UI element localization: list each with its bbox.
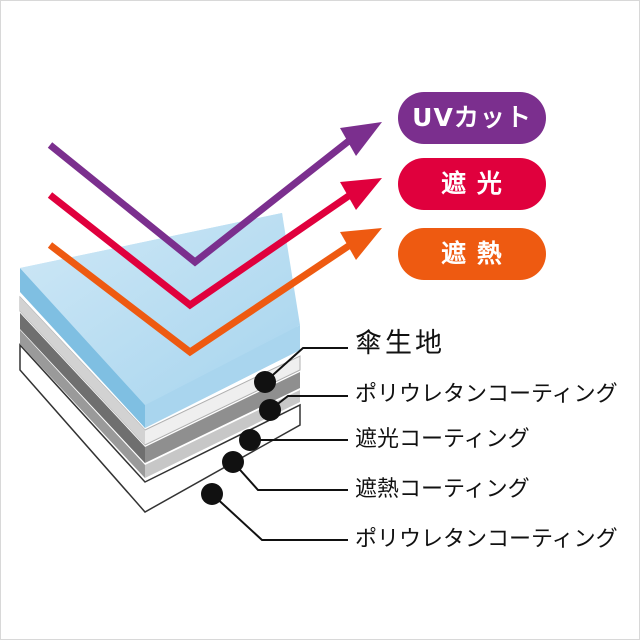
dot-fabric [254,371,276,393]
layer-light-coating [20,313,300,463]
dot-polyurethane-top [259,399,281,421]
heat-arrow [47,228,382,357]
layer-fabric [20,213,300,428]
leader-line-5 [211,493,348,541]
uv-arrow [47,122,382,267]
label-polyurethane-top: ポリウレタンコーティング [355,382,618,407]
dot-polyurethane-bottom [201,483,223,505]
badge-heat-shield: 遮 熱 [398,228,546,280]
layer-polyurethane-top [19,295,301,446]
badge-uv-cut: UVカット [398,92,546,144]
label-polyurethane-bottom: ポリウレタンコーティング [355,527,618,552]
layer-heat-coating [20,330,300,478]
light-arrow [47,178,382,310]
layer-polyurethane-bottom [19,343,301,513]
label-fabric: 傘生地 [355,328,445,359]
label-light-coating: 遮光コーティング [355,427,530,452]
leader-line-1 [264,347,348,383]
leader-line-4 [232,461,348,491]
layer-dots [201,371,281,505]
badge-light-shield: 遮 光 [398,158,546,210]
dot-light-coating [239,429,261,451]
dot-heat-coating [222,451,244,473]
label-heat-coating: 遮熱コーティング [355,477,530,502]
leader-lines [211,347,348,541]
